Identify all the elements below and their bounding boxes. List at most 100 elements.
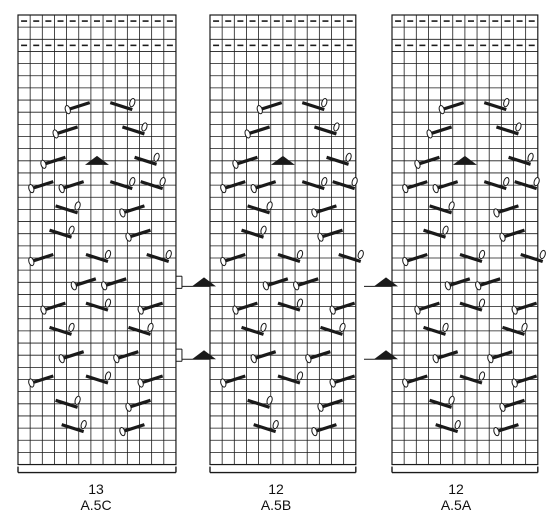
cable-right-cross-symbol bbox=[234, 301, 258, 312]
cable-right-cross-symbol bbox=[489, 350, 513, 361]
cable-left-cross-symbol bbox=[332, 180, 356, 191]
cable-right-cross-symbol bbox=[42, 155, 66, 166]
cable-left-cross-symbol bbox=[514, 180, 538, 191]
increase-triangle-symbol bbox=[192, 277, 216, 287]
cable-left-cross-symbol bbox=[338, 252, 362, 264]
cable-left-cross-symbol bbox=[55, 204, 79, 215]
cable-end-loop bbox=[74, 395, 81, 405]
cable-left-cross-symbol bbox=[459, 374, 483, 385]
cable-end-loop bbox=[357, 249, 364, 260]
cable-left-cross-symbol bbox=[241, 228, 265, 239]
cable-end-loop bbox=[311, 208, 318, 218]
cable-left-cross-symbol bbox=[85, 252, 109, 264]
cable-left-cross-symbol bbox=[313, 125, 337, 136]
cable-left-cross-symbol bbox=[301, 101, 325, 112]
cable-left-cross-symbol bbox=[320, 325, 343, 336]
cable-left-cross-symbol bbox=[502, 325, 525, 336]
cable-end-loop bbox=[515, 122, 522, 132]
cable-end-loop bbox=[220, 378, 227, 388]
cable-end-loop bbox=[426, 129, 433, 139]
cable-end-loop bbox=[432, 354, 439, 364]
cable-right-cross-symbol bbox=[320, 228, 343, 239]
cable-end-loop bbox=[147, 322, 154, 332]
cable-right-cross-symbol bbox=[313, 204, 337, 215]
cable-end-loop bbox=[493, 208, 500, 218]
chart-a5c-stitch-count: 13 bbox=[88, 481, 104, 497]
increase-triangle-symbol bbox=[84, 155, 109, 165]
cable-end-loop bbox=[104, 249, 112, 260]
cable-right-cross-symbol bbox=[30, 374, 54, 385]
increase-triangle-symbol bbox=[452, 155, 477, 165]
cable-end-loop bbox=[478, 298, 486, 308]
cable-right-cross-symbol bbox=[416, 155, 440, 166]
cable-end-loop bbox=[511, 378, 518, 388]
cable-left-cross-symbol bbox=[520, 252, 544, 264]
cable-right-cross-symbol bbox=[416, 301, 440, 312]
cable-right-cross-symbol bbox=[435, 350, 459, 361]
chart-a5c-grid bbox=[17, 14, 183, 474]
cable-end-loop bbox=[351, 177, 358, 187]
cable-right-cross-symbol bbox=[222, 180, 246, 191]
cable-left-cross-symbol bbox=[55, 398, 79, 409]
cable-end-loop bbox=[296, 371, 304, 381]
cable-left-cross-symbol bbox=[429, 398, 453, 409]
cable-left-cross-symbol bbox=[483, 101, 507, 112]
cable-right-cross-symbol bbox=[115, 350, 139, 361]
cable-end-loop bbox=[448, 395, 455, 405]
cable-end-loop bbox=[521, 322, 528, 332]
cable-end-loop bbox=[499, 402, 506, 412]
cable-end-loop bbox=[153, 152, 160, 162]
cable-left-cross-symbol bbox=[495, 125, 519, 136]
cable-left-cross-symbol bbox=[140, 180, 164, 191]
cable-end-loop bbox=[448, 201, 455, 211]
cable-end-loop bbox=[296, 249, 304, 260]
cable-end-loop bbox=[58, 184, 65, 194]
cable-end-loop bbox=[503, 177, 510, 187]
cable-left-cross-symbol bbox=[49, 325, 73, 336]
cable-end-loop bbox=[329, 305, 336, 315]
cable-end-loop bbox=[438, 105, 445, 115]
cable-end-loop bbox=[119, 208, 126, 218]
increase-triangle-symbol bbox=[192, 350, 216, 360]
cable-left-cross-symbol bbox=[253, 423, 277, 434]
cable-end-loop bbox=[104, 371, 112, 381]
cable-right-cross-symbol bbox=[447, 277, 471, 288]
increase-triangle-symbol bbox=[374, 350, 398, 360]
chart-a5a-stitch-count: 12 bbox=[448, 481, 464, 497]
cable-end-loop bbox=[256, 105, 263, 115]
cable-right-cross-symbol bbox=[295, 277, 319, 288]
chart-a5b-label: A.5B bbox=[260, 497, 292, 513]
cable-end-loop bbox=[129, 98, 136, 108]
cable-left-cross-symbol bbox=[134, 155, 158, 166]
cable-end-loop bbox=[317, 232, 324, 242]
cable-end-loop bbox=[68, 225, 75, 235]
cable-end-loop bbox=[165, 249, 172, 260]
cable-end-loop bbox=[64, 105, 71, 115]
cable-right-cross-symbol bbox=[30, 252, 54, 264]
cable-end-loop bbox=[137, 305, 144, 315]
cable-left-cross-symbol bbox=[247, 398, 271, 409]
cable-end-loop bbox=[321, 177, 328, 187]
chart-a5b-grid bbox=[182, 14, 364, 474]
cable-left-cross-symbol bbox=[435, 423, 459, 434]
cable-end-loop bbox=[113, 354, 120, 364]
cable-end-loop bbox=[250, 354, 257, 364]
cable-left-cross-symbol bbox=[508, 155, 532, 166]
cable-end-loop bbox=[402, 378, 409, 388]
cable-left-cross-symbol bbox=[277, 374, 301, 385]
cable-left-cross-symbol bbox=[301, 180, 325, 191]
cable-end-loop bbox=[28, 184, 35, 194]
cable-end-loop bbox=[28, 378, 35, 388]
cable-right-cross-symbol bbox=[55, 125, 79, 136]
cable-end-loop bbox=[70, 281, 77, 291]
cable-end-loop bbox=[503, 98, 510, 108]
cable-end-loop bbox=[232, 305, 239, 315]
cable-end-loop bbox=[321, 98, 328, 108]
cable-left-cross-symbol bbox=[247, 204, 271, 215]
cable-left-cross-symbol bbox=[429, 204, 453, 215]
cable-right-cross-symbol bbox=[265, 277, 289, 288]
cable-right-cross-symbol bbox=[121, 423, 145, 434]
cable-right-cross-symbol bbox=[259, 101, 283, 112]
cable-right-cross-symbol bbox=[222, 252, 246, 264]
cable-end-loop bbox=[339, 322, 346, 332]
